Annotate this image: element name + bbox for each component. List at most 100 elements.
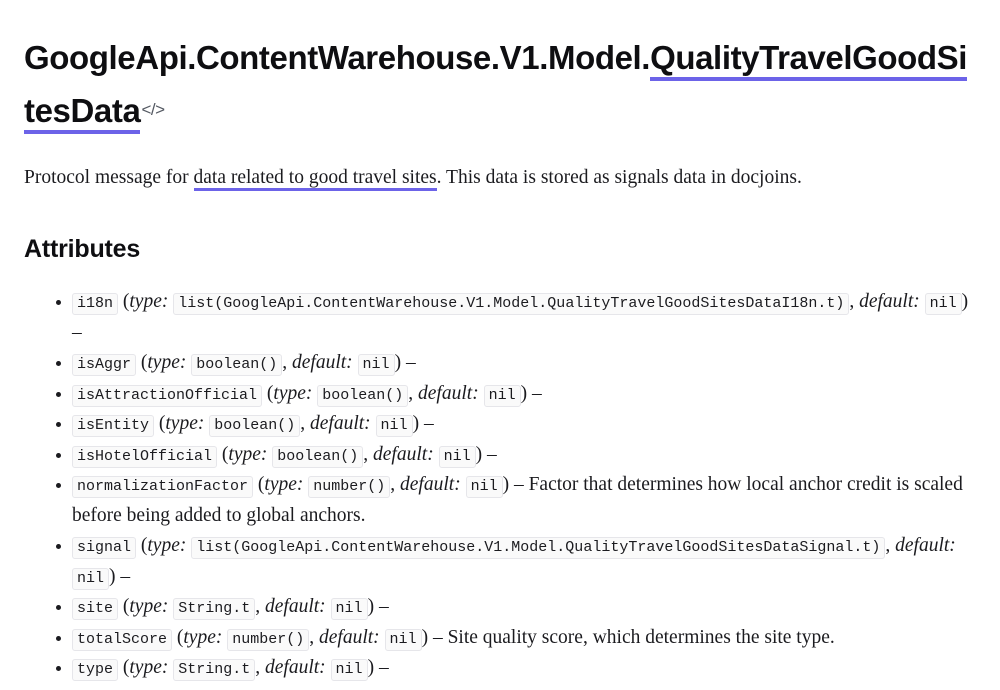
dash: –	[432, 626, 443, 648]
attribute-type: list(GoogleApi.ContentWarehouse.V1.Model…	[191, 537, 886, 559]
close-paren: )	[109, 565, 116, 587]
page-title-prefix: GoogleApi.ContentWarehouse.V1.Model.	[24, 39, 651, 76]
description-before-link: Protocol message for	[24, 167, 194, 188]
source-code-icon[interactable]: </>	[141, 100, 165, 119]
attribute-default: nil	[72, 567, 110, 590]
attribute-name: i18n	[72, 293, 119, 315]
comma: ,	[849, 291, 855, 312]
comma: ,	[282, 352, 288, 373]
close-paren: )	[394, 352, 402, 373]
attribute-name: isEntity	[72, 415, 155, 437]
default-label: default:	[373, 443, 434, 465]
attribute-name: signal	[72, 537, 137, 559]
comma: ,	[885, 535, 891, 556]
attribute-default: nil	[357, 354, 395, 376]
attribute-item: isHotelOfficial (type: boolean(), defaul…	[24, 440, 976, 471]
type-label: type:	[273, 382, 313, 404]
dash: –	[423, 413, 434, 434]
attribute-default: nil	[330, 598, 368, 620]
attribute-item: i18n (type: list(GoogleApi.ContentWareho…	[24, 287, 976, 348]
type-label: type:	[183, 626, 223, 648]
default-label: default:	[895, 535, 956, 556]
attribute-type: String.t	[173, 659, 256, 681]
default-label: default:	[310, 413, 371, 434]
type-label: type:	[147, 352, 187, 373]
attribute-default: nil	[438, 445, 476, 468]
attribute-type: boolean()	[272, 445, 364, 468]
page-description: Protocol message for data related to goo…	[24, 163, 976, 193]
attribute-name: type	[72, 659, 119, 681]
open-paren: (	[221, 443, 229, 465]
comma: ,	[300, 413, 306, 434]
open-paren: (	[158, 413, 166, 434]
default-label: default:	[265, 596, 326, 617]
comma: ,	[363, 443, 369, 465]
attribute-default: nil	[375, 415, 413, 437]
close-paren: )	[412, 413, 420, 434]
default-label: default:	[418, 382, 479, 404]
type-label: type:	[129, 291, 169, 312]
dash: –	[378, 657, 389, 678]
close-paren: )	[502, 474, 510, 495]
open-paren: (	[176, 626, 184, 648]
open-paren: (	[257, 474, 265, 495]
dash: –	[531, 382, 542, 404]
type-label: type:	[165, 413, 205, 434]
open-paren: (	[140, 535, 148, 556]
title-block: GoogleApi.ContentWarehouse.V1.Model.Qual…	[24, 32, 976, 137]
description-after-link: . This data is stored as signals data in…	[436, 167, 802, 188]
attribute-type: number()	[308, 476, 391, 498]
dash: –	[486, 443, 497, 465]
attribute-name: isAggr	[72, 354, 137, 376]
attribute-item: isAggr (type: boolean(), default: nil) –	[24, 348, 976, 379]
attribute-type: String.t	[173, 598, 256, 620]
attribute-name: isHotelOfficial	[72, 445, 218, 468]
attribute-name: site	[72, 598, 119, 620]
attribute-description: Site quality score, which determines the…	[447, 626, 835, 648]
default-label: default:	[859, 291, 920, 312]
attribute-item: isEntity (type: boolean(), default: nil)…	[24, 409, 976, 440]
type-label: type:	[228, 443, 268, 465]
close-paren: )	[520, 382, 528, 404]
attribute-item: totalScore (type: number(), default: nil…	[24, 623, 976, 654]
dash: –	[72, 321, 82, 343]
attribute-name: normalizationFactor	[72, 476, 254, 498]
attribute-type: boolean()	[191, 354, 283, 376]
attribute-item: normalizationFactor (type: number(), def…	[24, 470, 976, 531]
attribute-item: site (type: String.t, default: nil) –	[24, 592, 976, 623]
attribute-type: list(GoogleApi.ContentWarehouse.V1.Model…	[173, 293, 850, 315]
description-link[interactable]: data related to good travel sites	[193, 167, 437, 191]
attribute-default: nil	[465, 476, 503, 498]
open-paren: (	[122, 291, 130, 312]
attribute-default: nil	[924, 293, 962, 315]
open-paren: (	[266, 382, 274, 404]
default-label: default:	[265, 657, 326, 678]
close-paren: )	[367, 657, 375, 678]
attribute-type: boolean()	[209, 415, 301, 437]
attributes-list: i18n (type: list(GoogleApi.ContentWareho…	[24, 287, 976, 684]
comma: ,	[390, 474, 396, 495]
dash: –	[513, 474, 524, 495]
type-label: type:	[129, 596, 169, 617]
attribute-default: nil	[483, 384, 521, 407]
dash: –	[405, 352, 416, 373]
attribute-name: isAttractionOfficial	[72, 384, 263, 407]
dash: –	[378, 596, 389, 617]
attribute-description: Factor that determines how local anchor …	[72, 474, 963, 526]
attribute-default: nil	[384, 628, 422, 651]
type-label: type:	[129, 657, 169, 678]
comma: ,	[255, 596, 261, 617]
attribute-type: number()	[227, 628, 310, 651]
comma: ,	[309, 626, 315, 648]
default-label: default:	[292, 352, 353, 373]
attributes-heading: Attributes	[24, 235, 141, 263]
attribute-default: nil	[330, 659, 368, 681]
open-paren: (	[122, 657, 130, 678]
type-label: type:	[264, 474, 304, 495]
attribute-name: totalScore	[72, 628, 173, 651]
open-paren: (	[140, 352, 148, 373]
page-title-link[interactable]: QualityTravelGoodSitesData	[24, 39, 967, 134]
close-paren: )	[421, 626, 429, 648]
close-paren: )	[961, 291, 969, 312]
